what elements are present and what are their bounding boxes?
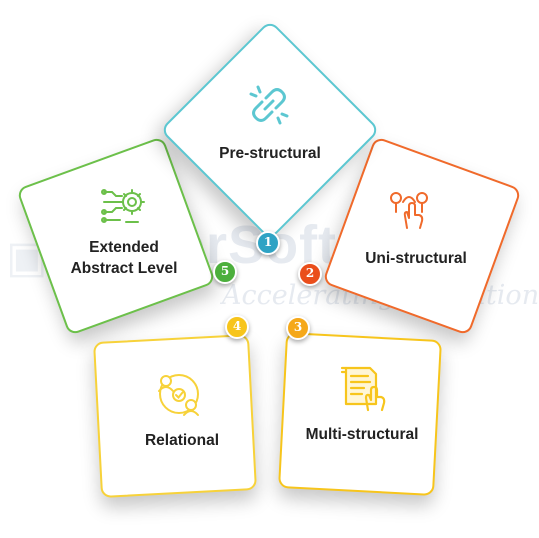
- stage-1-card: [159, 19, 381, 241]
- broken-link-icon: [249, 85, 289, 125]
- stage-3-label: Multi-structural: [305, 426, 419, 443]
- stage-5-card: [16, 136, 216, 336]
- stage-1-badge: 1: [256, 231, 280, 255]
- stage-2-card: [322, 136, 522, 336]
- stage-4-badge: 4: [225, 315, 249, 339]
- gear-network-icon: [101, 189, 145, 223]
- stage-4-label: Relational: [144, 432, 220, 449]
- stage-3-badge: 3: [286, 316, 310, 340]
- stage-2-badge: 2: [298, 262, 322, 286]
- stage-3-card: [278, 332, 442, 496]
- stage-1-label: Pre-structural: [219, 145, 321, 162]
- document-with-hand-icon: [340, 366, 386, 412]
- connected-people-icon: [158, 374, 199, 416]
- stage-5-badge: 5: [213, 260, 237, 284]
- hand-pressing-switch-icon: [390, 192, 428, 229]
- stage-2-label: Uni-structural: [365, 250, 467, 267]
- stage-5-label: Extended Abstract Level: [70, 239, 178, 277]
